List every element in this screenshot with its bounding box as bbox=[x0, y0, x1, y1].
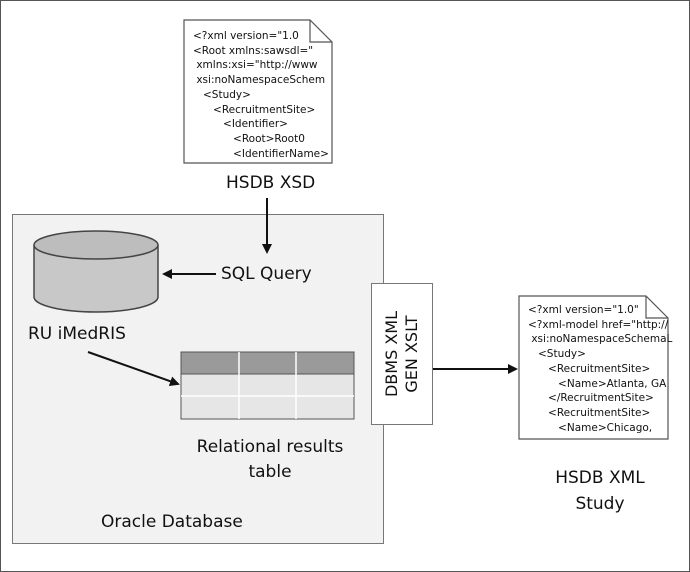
hsdb-xml-label-line1: HSDB XML bbox=[555, 468, 645, 488]
code-line: <Study> bbox=[528, 348, 586, 361]
code-line: <Root xmlns:sawsdl=" bbox=[193, 44, 314, 57]
hsdb-xml-document: <?xml version="1.0" <?xml-model href="htt… bbox=[518, 295, 672, 440]
document-shape bbox=[518, 295, 669, 440]
code-line: <RecruitmentSite> bbox=[528, 406, 651, 419]
code-line: </RecruitmentSite> bbox=[528, 392, 654, 405]
code-line: <IdentifierName> bbox=[193, 147, 329, 160]
oracle-database-label: Oracle Database bbox=[101, 512, 243, 532]
code-line: xsi:noNamespaceSchemaL bbox=[528, 333, 673, 346]
dbms-xmlgen-xslt-box: DBMS XML GEN XSLT bbox=[371, 283, 433, 425]
database-cylinder-icon bbox=[33, 230, 159, 313]
hsdb-xsd-label: HSDB XSD bbox=[226, 173, 316, 193]
code-line: <Name>Chicago, bbox=[528, 421, 653, 434]
document-shape bbox=[183, 19, 333, 164]
code-line: <?xml version="1.0" bbox=[528, 304, 639, 316]
code-line: <Name>Atlanta, GA bbox=[528, 377, 667, 390]
relational-results-table bbox=[180, 351, 355, 420]
code-line: <RecruitmentSite> bbox=[193, 103, 316, 116]
code-line: <RecruitmentSite> bbox=[528, 362, 651, 375]
database-to-table-arrow bbox=[87, 351, 180, 387]
code-line: <?xml version="1.0 bbox=[193, 30, 299, 42]
code-line: <Study> bbox=[193, 88, 251, 101]
hsdb-xml-label-line2: Study bbox=[575, 494, 625, 514]
database-label: RU iMedRIS bbox=[28, 324, 126, 344]
results-table-label-line1: Relational results bbox=[196, 437, 344, 457]
hsdb-xsd-code: <?xml version="1.0 <Root xmlns:sawsdl=" x… bbox=[193, 29, 329, 161]
code-line: xsi:noNamespaceSchem bbox=[193, 74, 326, 87]
hsdb-xml-code: <?xml version="1.0" <?xml-model href="htt… bbox=[528, 303, 672, 435]
sql-query-label: SQL Query bbox=[221, 264, 312, 284]
results-table-label-line2: table bbox=[248, 462, 292, 482]
code-line: <?xml-model href="http:// bbox=[528, 318, 669, 331]
code-line: <Root>Root0 bbox=[193, 132, 305, 145]
code-line: xmlns:xsi="http://www bbox=[193, 59, 318, 72]
hsdb-xsd-document: <?xml version="1.0 <Root xmlns:sawsdl=" x… bbox=[183, 19, 333, 164]
code-line: <Identifier> bbox=[193, 118, 288, 131]
